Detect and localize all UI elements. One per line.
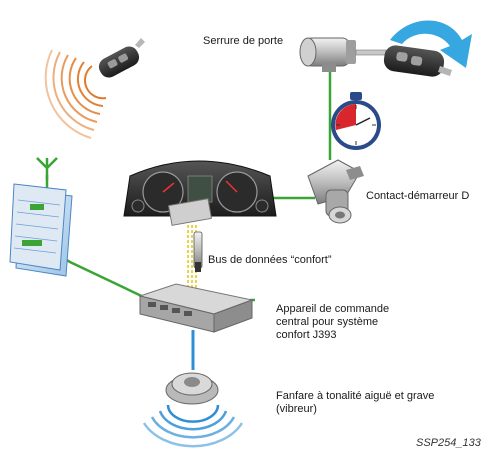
instrument-cluster-icon xyxy=(123,160,277,226)
label-control-unit-line3: confort J393 xyxy=(276,329,337,341)
wiring-documents-icon xyxy=(9,183,73,277)
bus-connector xyxy=(193,231,203,272)
label-door-lock: Serrure de porte xyxy=(203,35,284,47)
turn-arrow-icon xyxy=(390,20,472,68)
label-horn-line2: (vibreur) xyxy=(276,403,317,415)
label-control-unit-line2: central pour système xyxy=(276,316,379,328)
label-ignition: Contact-démarreur D xyxy=(366,190,470,202)
key-icon xyxy=(355,45,452,77)
figure-reference: SSP254_133 xyxy=(416,437,481,449)
radio-signal-waves xyxy=(44,49,107,139)
label-horn-line1: Fanfare à tonalité aiguë et grave xyxy=(276,390,435,402)
timer-icon xyxy=(331,92,381,150)
label-control-unit-line1: Appareil de commande xyxy=(276,303,390,315)
label-comfort-bus: Bus de données “confort” xyxy=(208,254,332,266)
remote-key-icon xyxy=(98,38,145,78)
door-lock-icon xyxy=(299,37,356,72)
horn-icon xyxy=(165,372,219,405)
control-unit-icon xyxy=(138,283,254,333)
antenna-icon xyxy=(36,157,58,180)
ignition-switch-icon xyxy=(307,159,364,224)
sound-waves xyxy=(142,404,244,448)
